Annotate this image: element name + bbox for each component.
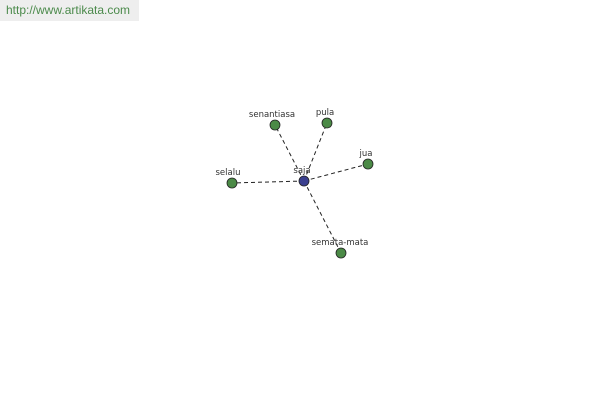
center-node-dot[interactable] bbox=[298, 175, 310, 187]
node-senantiasa-label[interactable]: senantiasa bbox=[249, 110, 295, 120]
node-jua-label[interactable]: jua bbox=[359, 149, 373, 159]
node-pula[interactable]: pula bbox=[316, 108, 334, 129]
edge-senantiasa bbox=[274, 124, 305, 182]
node-semata-mata-dot[interactable] bbox=[335, 247, 347, 259]
edge-selalu bbox=[231, 180, 305, 184]
node-jua-dot[interactable] bbox=[362, 158, 374, 170]
source-link[interactable]: http://www.artikata.com bbox=[0, 0, 139, 21]
graph-nodes: senantiasa pula jua selalu semata-mata saja bbox=[216, 108, 374, 259]
edge-jua bbox=[303, 163, 369, 182]
center-node-saja[interactable]: saja bbox=[293, 166, 311, 187]
node-selalu[interactable]: selalu bbox=[216, 168, 241, 189]
node-selalu-dot[interactable] bbox=[226, 177, 238, 189]
center-node-label[interactable]: saja bbox=[293, 166, 310, 176]
node-senantiasa-dot[interactable] bbox=[269, 119, 281, 131]
node-semata-mata-label[interactable]: semata-mata bbox=[312, 238, 369, 248]
node-jua[interactable]: jua bbox=[359, 149, 374, 170]
node-senantiasa[interactable]: senantiasa bbox=[249, 110, 295, 131]
node-pula-dot[interactable] bbox=[321, 117, 333, 129]
graph-edges bbox=[231, 122, 369, 254]
node-semata-mata[interactable]: semata-mata bbox=[312, 238, 369, 259]
node-selalu-label[interactable]: selalu bbox=[216, 168, 241, 178]
node-pula-label[interactable]: pula bbox=[316, 108, 334, 118]
edge-pula bbox=[303, 122, 328, 182]
